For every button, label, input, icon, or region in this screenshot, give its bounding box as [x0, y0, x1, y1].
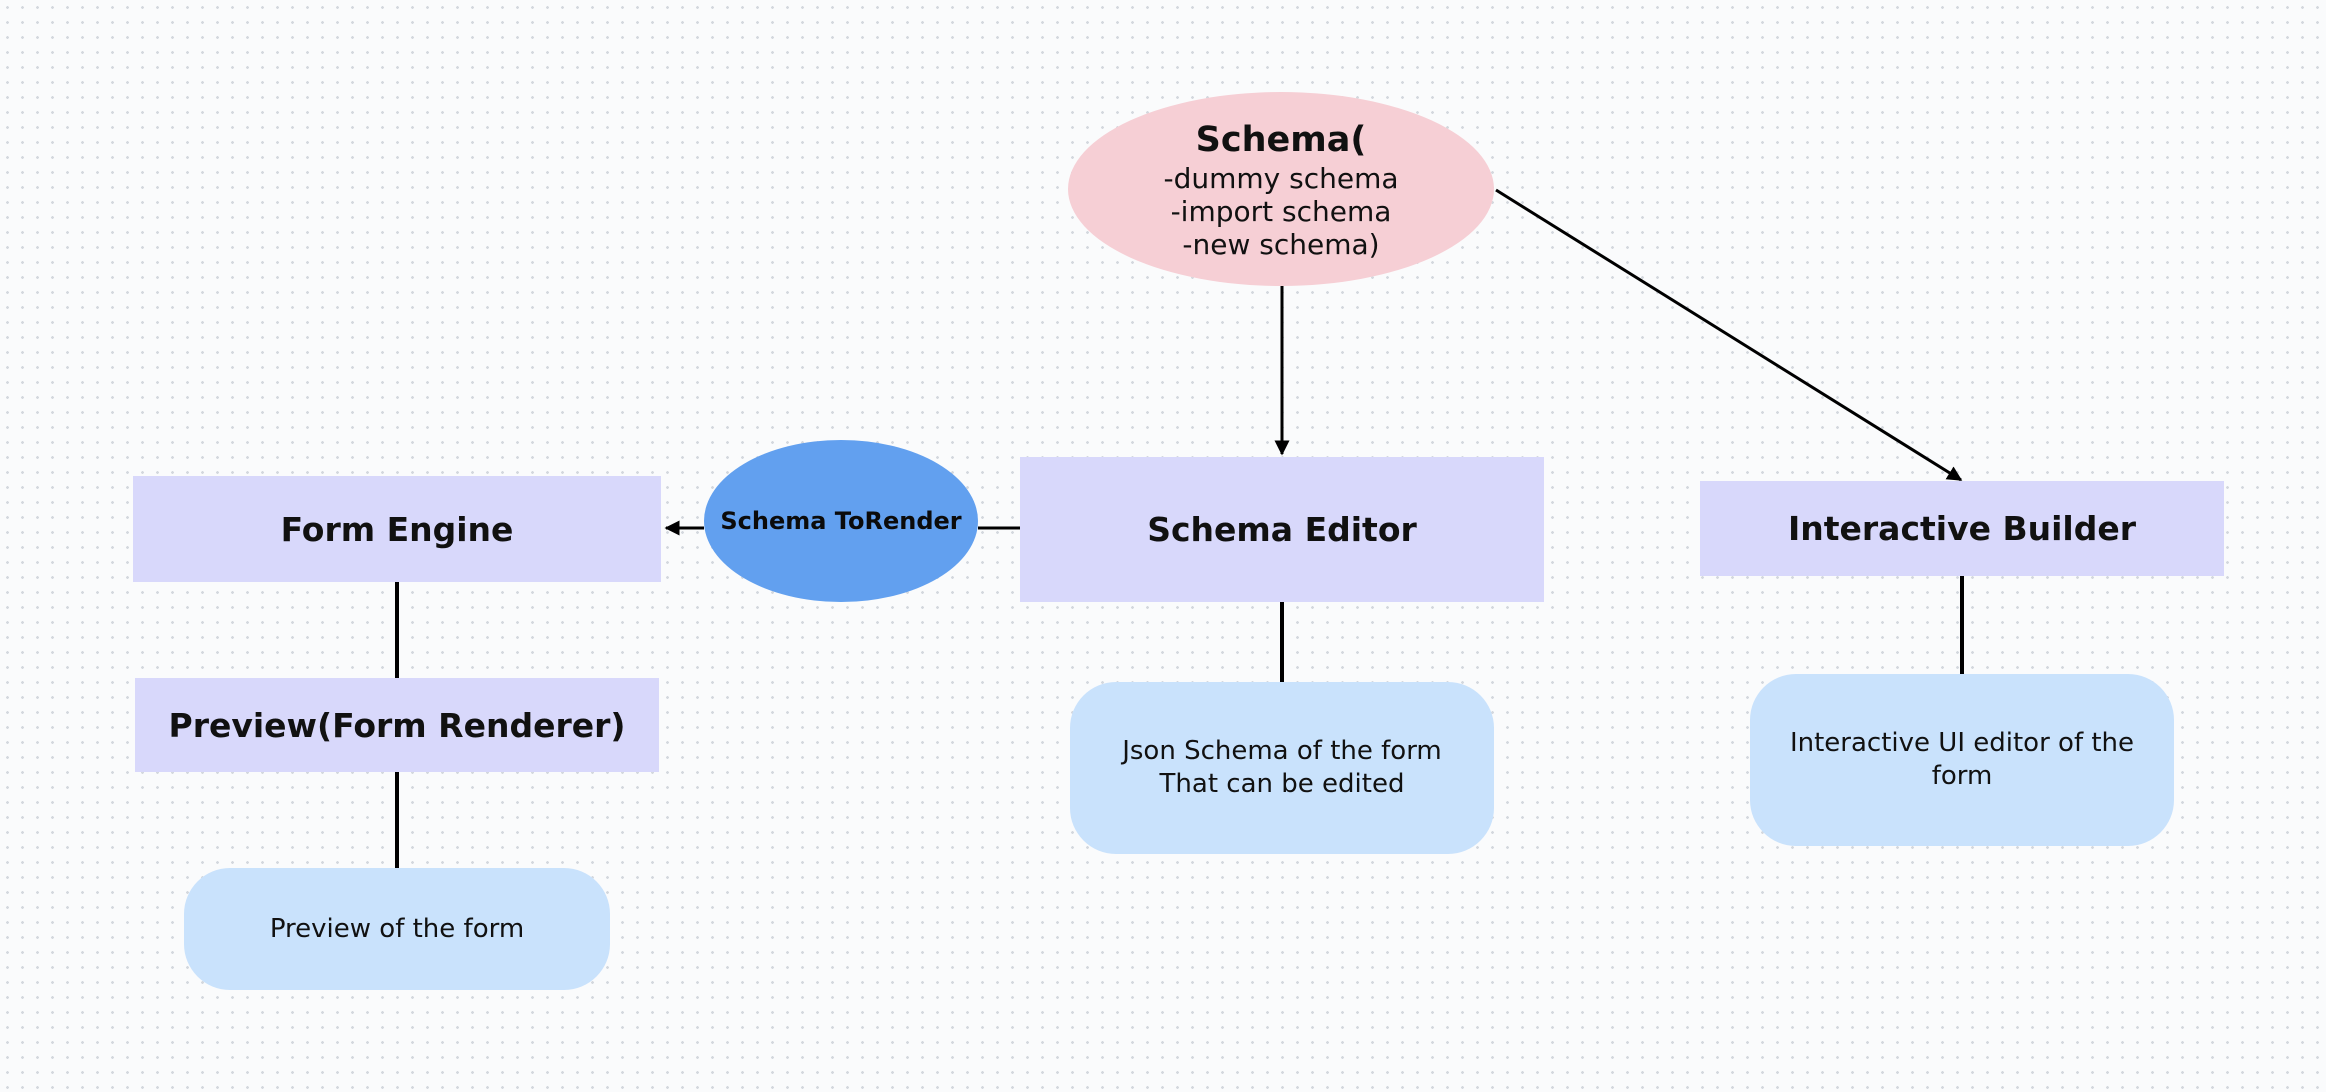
- json-schema-note-line: Json Schema of the form: [1122, 736, 1442, 766]
- interactive-builder-label: Interactive Builder: [1787, 509, 2137, 548]
- preview-note: Preview of the form: [184, 868, 610, 990]
- schema-torender-node: Schema ToRender: [704, 440, 978, 602]
- schema-line: -import schema: [1170, 194, 1392, 228]
- schema-line: -new schema): [1182, 227, 1380, 261]
- interactive-ui-note-line: form: [1931, 761, 1993, 791]
- edge-schema-to-interactive-builder: [1495, 188, 1963, 482]
- interactive-ui-note: Interactive UI editor of the form: [1750, 674, 2174, 846]
- preview-note-label: Preview of the form: [269, 913, 525, 944]
- preview-renderer-node: Preview(Form Renderer): [135, 678, 659, 772]
- preview-renderer-label: Preview(Form Renderer): [168, 705, 626, 745]
- schema-title: Schema(: [1195, 119, 1367, 160]
- schema-editor-label: Schema Editor: [1147, 510, 1417, 549]
- interactive-builder-node: Interactive Builder: [1700, 481, 2224, 576]
- json-schema-note-line: That can be edited: [1159, 769, 1405, 799]
- form-engine-label: Form Engine: [280, 509, 514, 549]
- schema-editor-node: Schema Editor: [1020, 457, 1544, 602]
- schema-torender-label: Schema ToRender: [720, 507, 962, 535]
- schema-node: Schema( -dummy schema -import schema -ne…: [1068, 92, 1494, 286]
- interactive-ui-note-line: Interactive UI editor of the: [1789, 728, 2135, 758]
- form-engine-node: Form Engine: [133, 476, 661, 582]
- json-schema-note: Json Schema of the form That can be edit…: [1070, 682, 1494, 854]
- schema-line: -dummy schema: [1163, 161, 1399, 195]
